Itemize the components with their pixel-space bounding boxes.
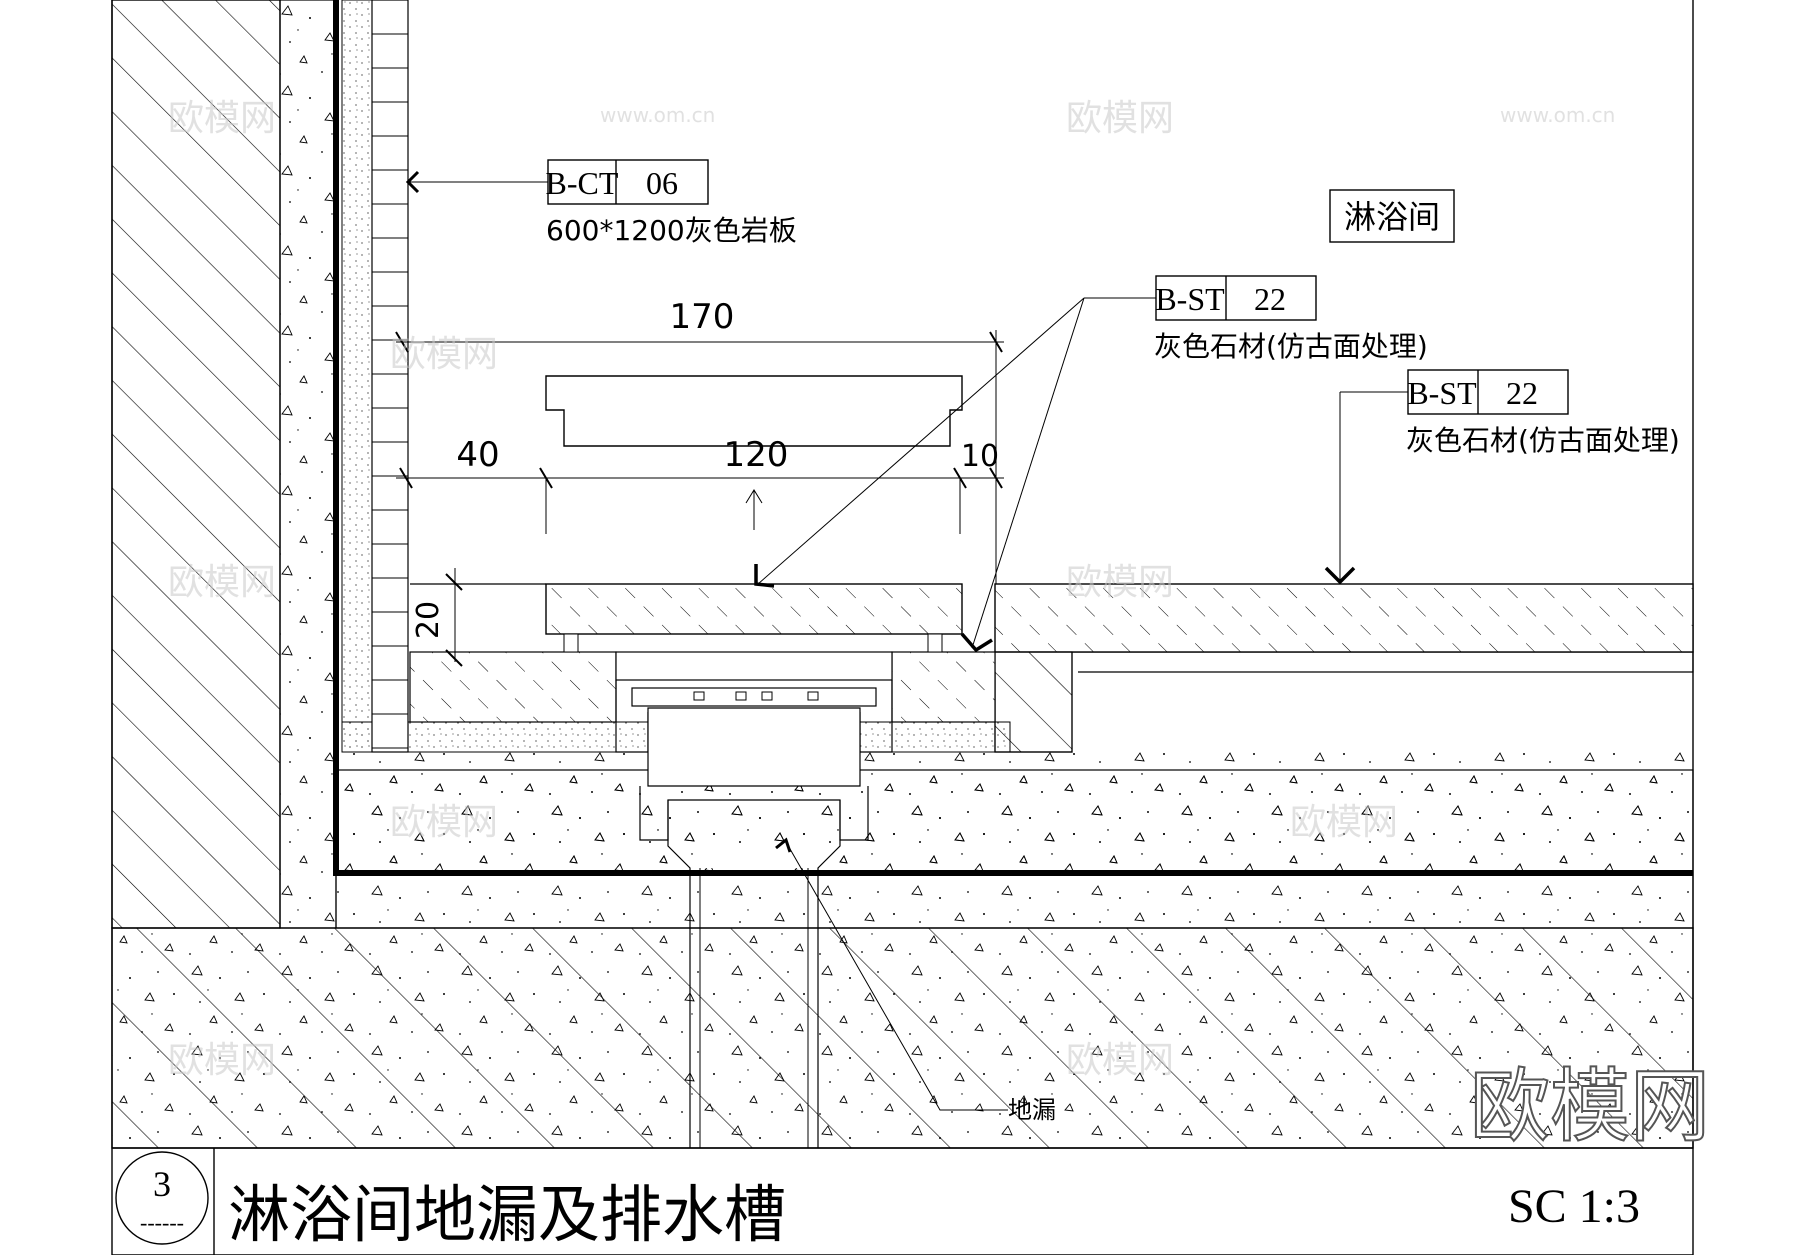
watermark-small: 欧模网 (168, 1040, 276, 1081)
detail-number-circle (115, 1151, 209, 1245)
tag-grate-code: B-ST (1155, 281, 1225, 317)
tag-grate-desc: 灰色石材(仿古面处理) (1154, 330, 1428, 363)
drawing-scale: SC 1:3 (1508, 1180, 1640, 1233)
channel-base-stones (409, 651, 996, 723)
structural-wall (111, 0, 281, 929)
wall-tile-column (341, 0, 409, 753)
dim-overall: 170 (670, 297, 735, 337)
watermark-small: 欧模网 (1290, 802, 1398, 843)
room-label: 淋浴间 (1344, 198, 1440, 236)
watermark-big: 欧模网 (1470, 1060, 1710, 1153)
watermarks: 欧模网 www.om.cn 欧模网 www.om.cn 欧模网 欧模网 欧模网 … (168, 98, 1711, 1154)
tag-floor-desc: 灰色石材(仿古面处理) (1406, 424, 1680, 457)
drawing-title: 淋浴间地漏及排水槽 (228, 1178, 786, 1251)
tag-wall-num: 06 (646, 165, 678, 201)
title-block: 3 ------ 淋浴间地漏及排水槽 SC 1:3 (112, 1147, 1693, 1255)
wall-screed (279, 0, 337, 929)
dim-left: 40 (456, 435, 499, 475)
room-label-box (1329, 189, 1455, 243)
detail-number-sub: ------ (140, 1210, 184, 1235)
grate-stone (410, 583, 963, 653)
tag-floor-num: 22 (1506, 375, 1538, 411)
tag-grate-stone: B-ST 22 灰色石材(仿古面处理) (754, 275, 1428, 653)
setting-bed (341, 651, 1694, 867)
watermark-small: 欧模网 (168, 562, 276, 603)
tag-grate-num: 22 (1254, 281, 1286, 317)
watermark-url: www.om.cn (600, 103, 715, 127)
dimension-lines (395, 330, 1004, 667)
dim-right: 10 (961, 439, 999, 474)
tag-wall-code: B-CT (546, 165, 619, 201)
floor-stone-edge-block (994, 651, 1073, 753)
floor-drain (615, 651, 893, 1148)
watermark-url: www.om.cn (1500, 103, 1615, 127)
waterproof-membrane (333, 0, 1693, 876)
detail-number: 3 (153, 1164, 171, 1204)
watermark-small: 欧模网 (1066, 562, 1174, 603)
drain-label: 地漏 (1008, 1096, 1056, 1124)
watermark-small: 欧模网 (390, 334, 498, 375)
grate-stone-preview (545, 375, 963, 447)
watermark-small: 欧模网 (1066, 1040, 1174, 1081)
tag-floor-stone: B-ST 22 灰色石材(仿古面处理) (1324, 369, 1680, 585)
dim-middle: 120 (724, 435, 789, 475)
dim-thickness: 20 (411, 601, 446, 639)
structural-slab (111, 927, 1694, 1149)
watermark-small: 欧模网 (390, 802, 498, 843)
tag-floor-drain: 地漏 (775, 837, 1056, 1124)
watermark-small: 欧模网 (1066, 98, 1174, 139)
lift-arrow (745, 489, 763, 530)
watermark-small: 欧模网 (168, 98, 276, 139)
tag-wall-tile: B-CT 06 600*1200灰色岩板 (405, 159, 797, 247)
tag-floor-code: B-ST (1407, 375, 1477, 411)
tag-wall-desc: 600*1200灰色岩板 (546, 214, 797, 247)
